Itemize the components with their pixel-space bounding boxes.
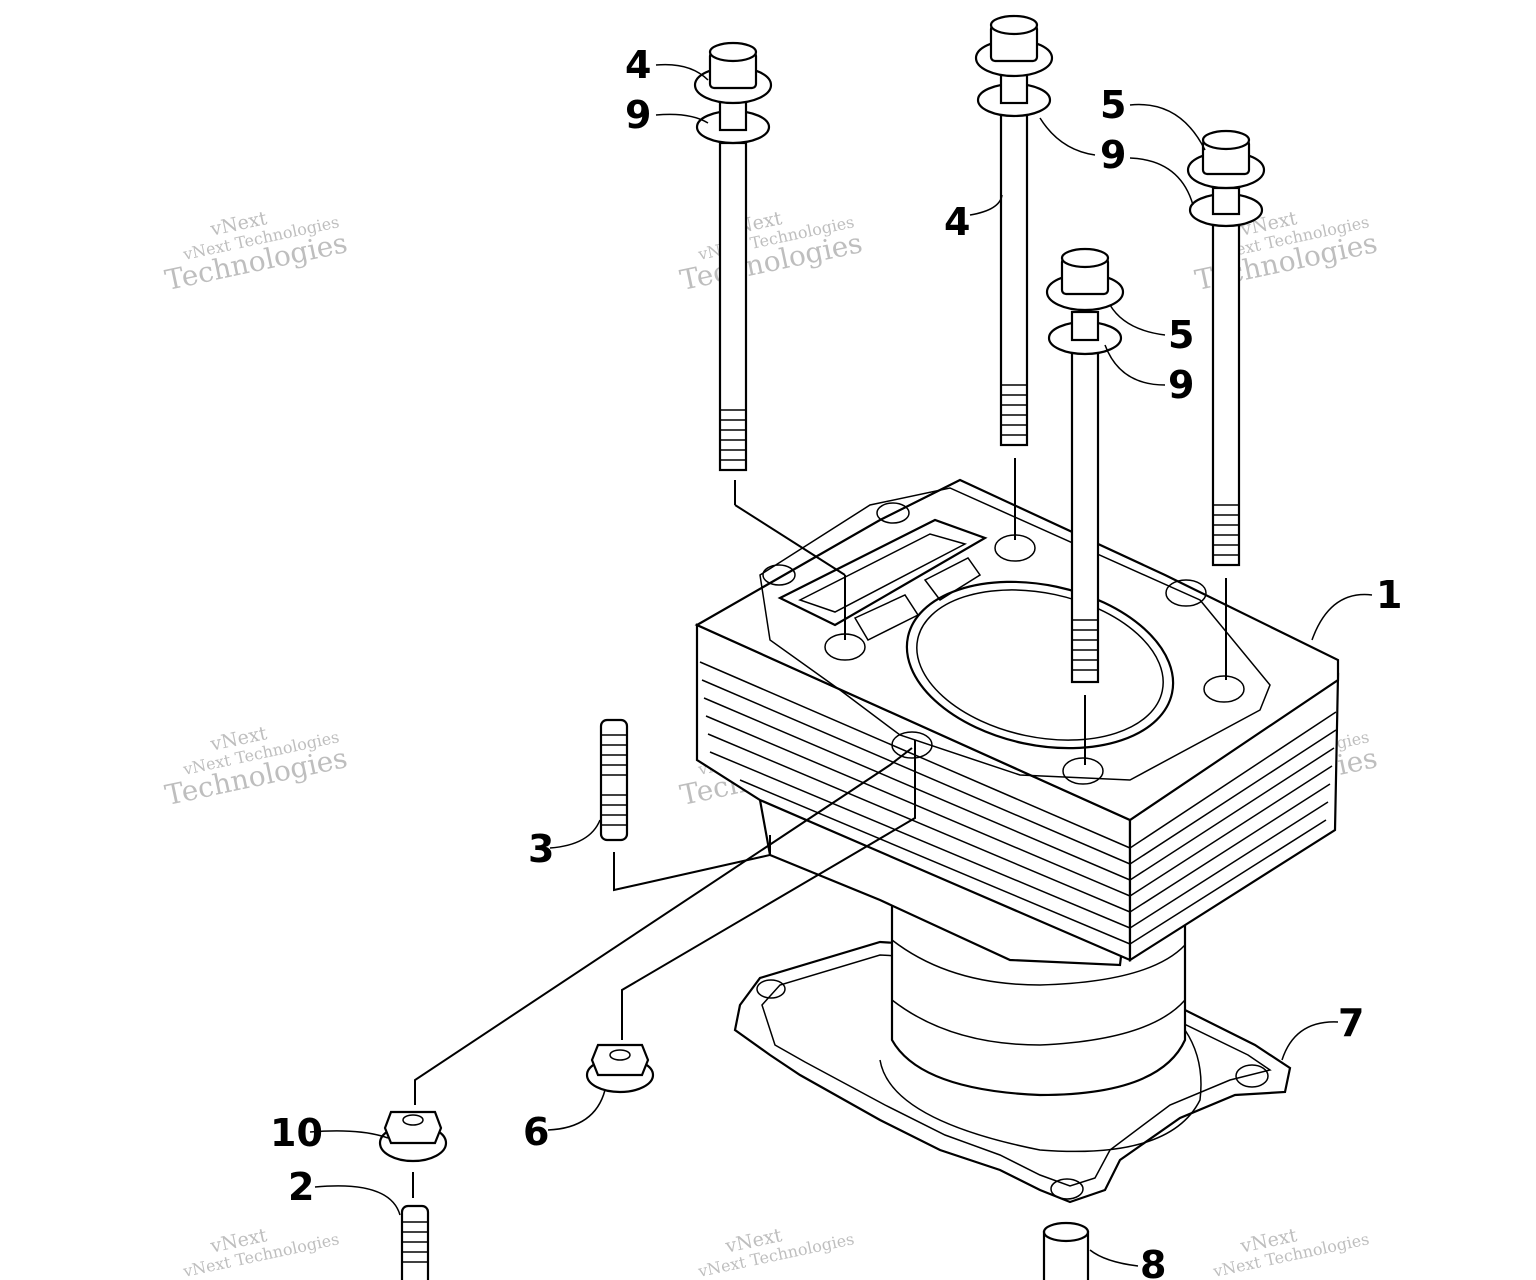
callout-8: 8	[1140, 1243, 1166, 1280]
stud-2	[400, 1204, 430, 1280]
callout-5-center: 5	[1168, 313, 1194, 357]
callout-2: 2	[288, 1165, 314, 1209]
dowel-8	[1042, 1221, 1090, 1280]
leader-lines	[309, 63, 1373, 1267]
callout-4-center: 4	[944, 200, 970, 244]
callout-9-center: 9	[1100, 133, 1126, 177]
cylinder-body	[694, 478, 1340, 967]
watermark-4: vNext vNext Technologies Technologies	[162, 722, 350, 812]
callout-9-lower: 9	[1168, 363, 1194, 407]
callout-5-right: 5	[1100, 83, 1126, 127]
watermark-8: vNext vNext Technologies	[695, 1224, 855, 1280]
watermark-9: vNext vNext Technologies	[1210, 1224, 1370, 1280]
callout-4-left: 4	[625, 43, 651, 87]
bolt-short-right	[1186, 129, 1266, 680]
nut-6	[585, 740, 916, 1094]
callouts: 4 9 4 9 5 9 5 9 1 3 7 6 10 2 8	[270, 43, 1402, 1280]
nut-10	[378, 747, 913, 1198]
bolt-short-center	[1045, 247, 1125, 765]
callout-9-left: 9	[625, 93, 651, 137]
watermark-2: vNext vNext Technologies Technologies	[677, 207, 865, 297]
callout-6: 6	[523, 1110, 549, 1154]
watermark-1: vNext vNext Technologies Technologies	[162, 207, 350, 297]
bolt-long-left	[693, 41, 846, 640]
watermark-7: vNext vNext Technologies	[180, 1224, 340, 1280]
bolt-long-center	[974, 14, 1054, 540]
callout-7: 7	[1338, 1001, 1364, 1045]
callout-10: 10	[270, 1111, 323, 1155]
callout-3: 3	[528, 827, 554, 871]
callout-1: 1	[1376, 573, 1402, 617]
